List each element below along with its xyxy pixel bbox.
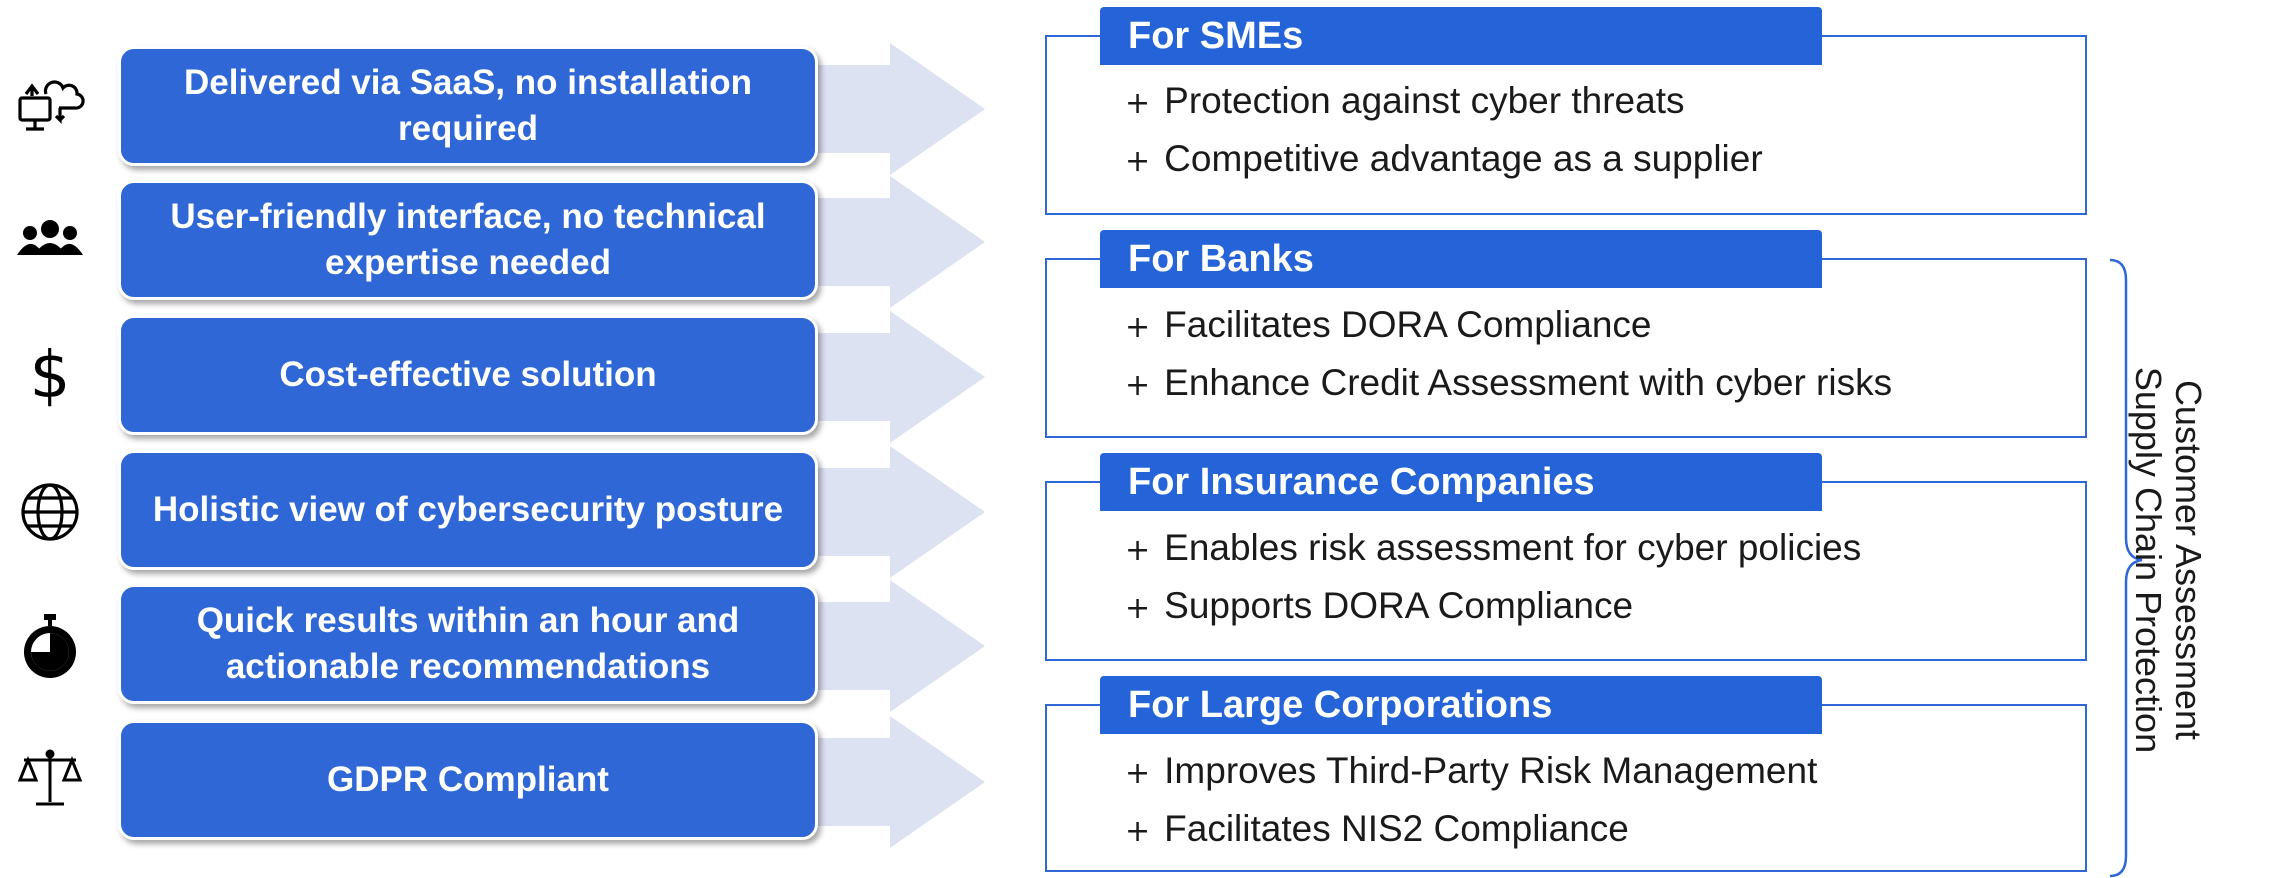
globe-icon	[10, 472, 90, 552]
bullet-banks-2: +Enhance Credit Assessment with cyber ri…	[1125, 362, 1893, 403]
feature-quick-results: Quick results within an hour and actiona…	[118, 584, 818, 704]
side-label-line-2: Supply Chain Protection	[2128, 366, 2169, 754]
bullet-smes-2: +Competitive advantage as a supplier	[1125, 138, 1763, 179]
feature-cost-effective: Cost-effective solution	[118, 315, 818, 435]
bullet-insurance-2: +Supports DORA Compliance	[1125, 585, 1634, 626]
dollar-icon: $	[29, 339, 71, 413]
panel-title-insurance: For Insurance Companies	[1100, 453, 1822, 511]
bullet-corporations-1: +Improves Third-Party Risk Management	[1125, 750, 1818, 791]
panel-smes	[1045, 35, 2087, 215]
bullet-corporations-2: +Facilitates NIS2 Compliance	[1125, 808, 1629, 849]
feature-user-friendly: User-friendly interface, no technical ex…	[118, 180, 818, 300]
bullet-smes-1: +Protection against cyber threats	[1125, 80, 1685, 121]
side-label: Customer Assessment Supply Chain Protect…	[2128, 260, 2209, 860]
cloud-computer-icon	[10, 66, 90, 146]
right-brace	[2109, 258, 2143, 878]
stopwatch-icon	[10, 606, 90, 686]
bullet-banks-1: +Facilitates DORA Compliance	[1125, 304, 1652, 345]
scales-icon	[10, 740, 90, 820]
users-group-icon	[10, 201, 90, 281]
bullet-insurance-1: +Enables risk assessment for cyber polic…	[1125, 527, 1862, 568]
panel-title-corporations: For Large Corporations	[1100, 676, 1822, 734]
panel-title-smes: For SMEs	[1100, 7, 1822, 65]
feature-gdpr: GDPR Compliant	[118, 720, 818, 840]
side-label-line-1: Customer Assessment	[2168, 379, 2209, 741]
panel-title-banks: For Banks	[1100, 230, 1822, 288]
feature-saas: Delivered via SaaS, no installation requ…	[118, 46, 818, 166]
panel-insurance	[1045, 481, 2087, 661]
panel-banks	[1045, 258, 2087, 438]
feature-holistic-view: Holistic view of cybersecurity posture	[118, 450, 818, 570]
